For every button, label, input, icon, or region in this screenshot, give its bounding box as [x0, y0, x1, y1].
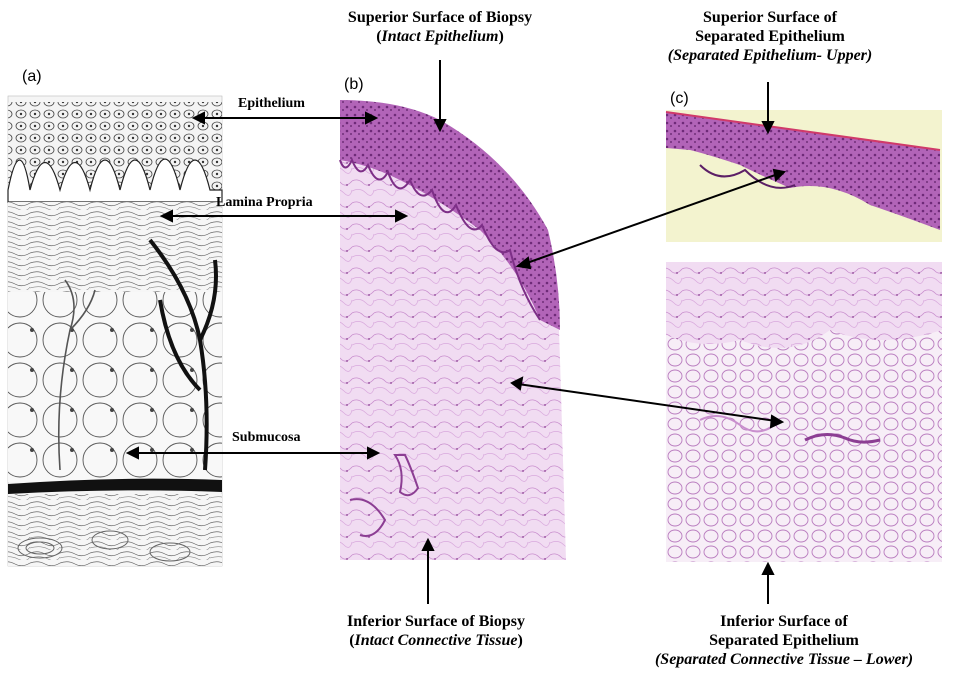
label-lamina-propria: Lamina Propria — [216, 195, 313, 211]
caption-superior-biopsy: Superior Surface of Biopsy (Intact Epith… — [300, 8, 580, 46]
panel-label-b: (b) — [344, 76, 364, 94]
caption-inferior-biopsy-line2: (Intact Connective Tissue) — [296, 631, 576, 650]
caption-inferior-biopsy: Inferior Surface of Biopsy (Intact Conne… — [296, 612, 576, 650]
caption-superior-separated-line1: Superior Surface of — [620, 8, 920, 27]
caption-superior-separated-line2: Separated Epithelium — [620, 27, 920, 46]
caption-inferior-separated-line2: Separated Epithelium — [612, 631, 956, 650]
caption-superior-separated-line3: (Separated Epithelium- Upper) — [620, 46, 920, 65]
label-epithelium: Epithelium — [238, 96, 305, 112]
panel-label-a: (a) — [22, 68, 42, 86]
caption-inferior-separated-line1: Inferior Surface of — [612, 612, 956, 631]
caption-inferior-separated: Inferior Surface of Separated Epithelium… — [612, 612, 956, 669]
caption-inferior-biopsy-line1: Inferior Surface of Biopsy — [296, 612, 576, 631]
label-submucosa: Submucosa — [232, 430, 300, 446]
caption-superior-biopsy-line2: (Intact Epithelium) — [300, 27, 580, 46]
panel-label-c: (c) — [670, 90, 689, 108]
caption-superior-separated: Superior Surface of Separated Epithelium… — [620, 8, 920, 65]
caption-superior-biopsy-line1: Superior Surface of Biopsy — [300, 8, 580, 27]
caption-inferior-separated-line3: (Separated Connective Tissue – Lower) — [612, 650, 956, 669]
